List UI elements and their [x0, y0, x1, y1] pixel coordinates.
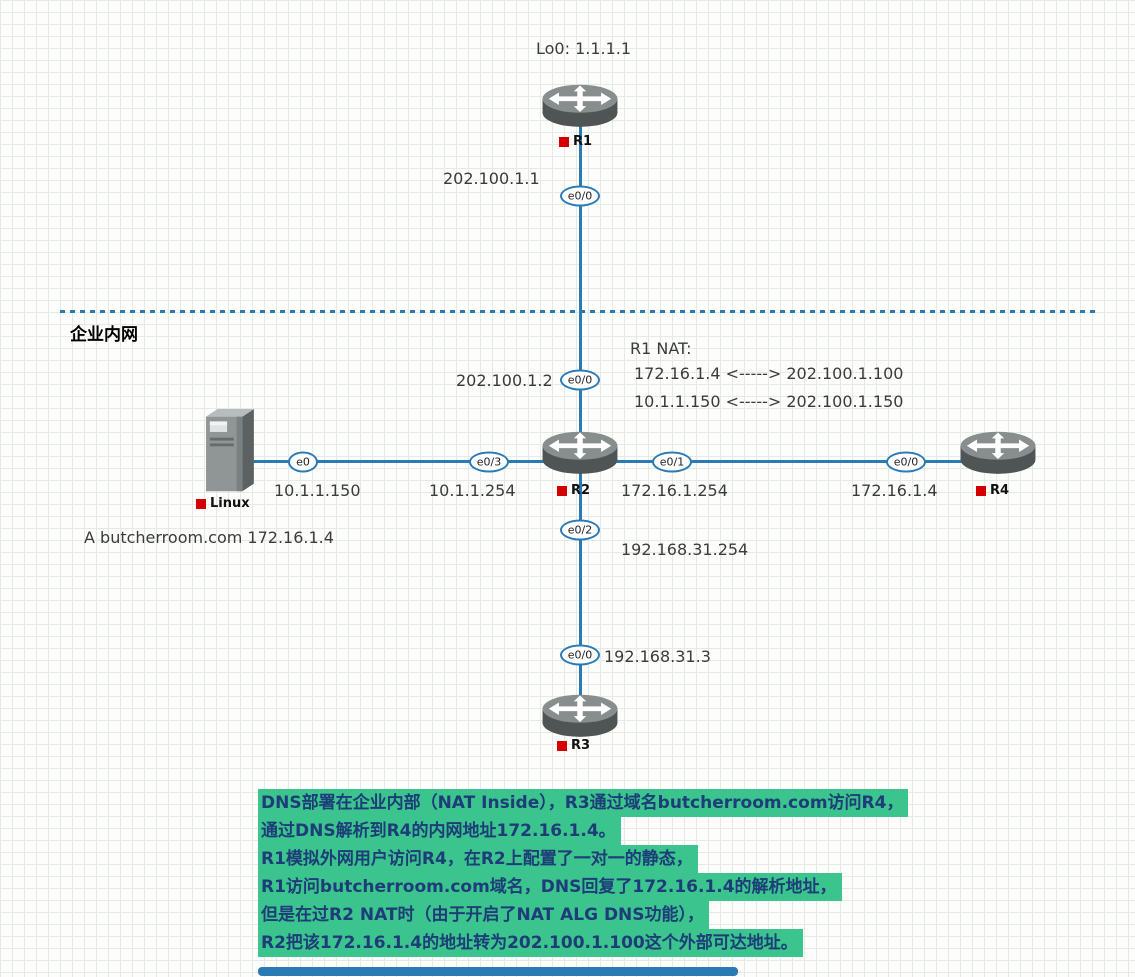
ip-label-linux-e0: 10.1.1.150 — [274, 481, 361, 500]
note-line: R1模拟外网用户访问R4，在R2上配置了一对一的静态， — [258, 845, 698, 873]
ip-label-r4-e0-0: 172.16.1.4 — [851, 481, 938, 500]
interface-badge-r2-e0-2: e0/2 — [560, 519, 600, 541]
interface-name: e0/0 — [567, 373, 593, 387]
router-r1-icon[interactable] — [541, 80, 619, 130]
device-name-r3: R3 — [571, 738, 591, 753]
device-label-r4: R4 — [976, 483, 1009, 498]
explanation-note: DNS部署在企业内部（NAT Inside），R3通过域名butcherroom… — [258, 789, 909, 957]
device-label-r3: R3 — [557, 738, 590, 753]
red-marker-icon — [559, 136, 569, 147]
horizontal-scrollbar-thumb[interactable] — [258, 967, 738, 976]
note-line: DNS部署在企业内部（NAT Inside），R3通过域名butcherroom… — [258, 789, 909, 817]
ip-label-r1-e0-0: 202.100.1.1 — [443, 169, 540, 188]
interface-badge-r2-e0-3: e0/3 — [469, 451, 509, 473]
ip-label-r2-e0-0: 202.100.1.2 — [456, 371, 553, 390]
ip-label-r2-e0-1: 172.16.1.254 — [621, 481, 728, 500]
red-marker-icon — [557, 740, 567, 751]
note-line: R2把该172.16.1.4的地址转为202.100.1.100这个外部可达地址… — [258, 929, 803, 957]
linux-server-icon[interactable] — [202, 409, 256, 497]
ip-label-r2-e0-3: 10.1.1.254 — [429, 481, 516, 500]
zone-label-intranet: 企业内网 — [70, 325, 138, 345]
note-line: R1访问butcherroom.com域名，DNS回复了172.16.1.4的解… — [258, 873, 842, 901]
device-label-linux: Linux — [196, 496, 250, 511]
interface-name: e0/0 — [567, 189, 593, 203]
ip-label-r2-e0-2: 192.168.31.254 — [621, 540, 749, 559]
interface-name: e0/0 — [893, 455, 919, 469]
interface-badge-r1-e0-0: e0/0 — [560, 185, 600, 207]
interface-name: e0 — [296, 455, 310, 469]
note-line: 但是在过R2 NAT时（由于开启了NAT ALG DNS功能）， — [258, 901, 710, 929]
interface-name: e0/2 — [567, 523, 593, 537]
r1-loopback-label: Lo0: 1.1.1.1 — [536, 39, 632, 58]
nat-rule-1: 172.16.1.4 <-----> 202.100.1.100 — [634, 364, 904, 383]
interface-badge-r3-e0-0: e0/0 — [560, 644, 600, 666]
device-label-r2: R2 — [557, 483, 590, 498]
router-r3-icon[interactable] — [541, 690, 619, 740]
note-line: 通过DNS解析到R4的内网地址172.16.1.4。 — [258, 817, 621, 845]
interface-badge-r2-e0-1: e0/1 — [652, 451, 692, 473]
router-r4-icon[interactable] — [959, 427, 1037, 477]
device-name-r4: R4 — [990, 483, 1010, 498]
device-name-r1: R1 — [573, 134, 593, 149]
nat-rule-2: 10.1.1.150 <-----> 202.100.1.150 — [634, 392, 904, 411]
interface-badge-r4-e0-0: e0/0 — [886, 451, 926, 473]
red-marker-icon — [976, 485, 986, 496]
ip-label-r3-e0-0: 192.168.31.3 — [604, 647, 711, 666]
dns-a-record-label: A butcherroom.com 172.16.1.4 — [84, 528, 334, 547]
interface-badge-linux-e0: e0 — [288, 451, 318, 473]
device-name-linux: Linux — [210, 496, 250, 511]
interface-name: e0/3 — [476, 455, 502, 469]
link-r1-r2-r3 — [579, 105, 582, 715]
interface-badge-r2-e0-0: e0/0 — [560, 369, 600, 391]
interface-name: e0/1 — [659, 455, 685, 469]
red-marker-icon — [196, 498, 206, 509]
device-name-r2: R2 — [571, 483, 591, 498]
network-boundary-line — [60, 310, 1095, 313]
device-label-r1: R1 — [559, 134, 592, 149]
nat-title: R1 NAT: — [630, 339, 692, 358]
red-marker-icon — [557, 485, 567, 496]
router-r2-icon[interactable] — [541, 427, 619, 477]
interface-name: e0/0 — [567, 648, 593, 662]
